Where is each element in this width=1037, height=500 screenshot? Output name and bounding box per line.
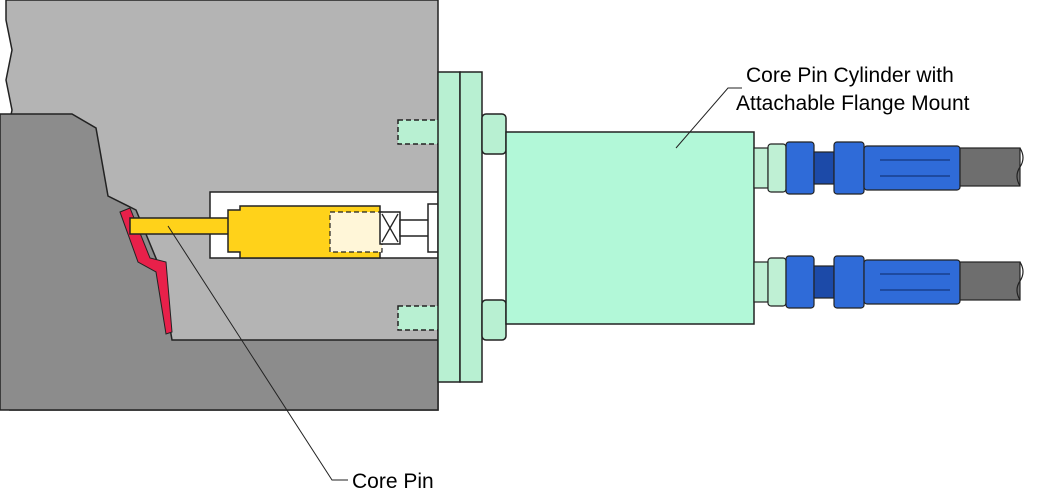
pin-holder-bore	[329, 211, 383, 253]
bolt-bottom	[397, 305, 445, 331]
label-cylinder-line1: Core Pin Cylinder with	[746, 64, 954, 87]
label-core-pin: Core Pin	[352, 470, 434, 493]
label-cylinder-line2: Attachable Flange Mount	[736, 92, 970, 115]
leader-cylinder	[675, 87, 742, 149]
fitting-top	[753, 141, 961, 195]
rod-shoulder	[427, 203, 439, 253]
hose-bottom	[959, 261, 1024, 301]
bolt-head-bottom	[481, 299, 507, 341]
flange-plate-outer	[437, 71, 461, 383]
cylinder-body	[505, 131, 755, 325]
flange-plate-inner	[459, 71, 483, 383]
core-pin-shaft	[129, 217, 231, 235]
hose-top	[959, 147, 1024, 187]
bolt-top	[397, 119, 445, 145]
rod-connector-x	[381, 213, 399, 243]
piston-rod	[399, 219, 431, 237]
leader-core-pin	[167, 225, 348, 481]
fitting-bottom	[753, 255, 961, 309]
bolt-head-top	[481, 113, 507, 155]
